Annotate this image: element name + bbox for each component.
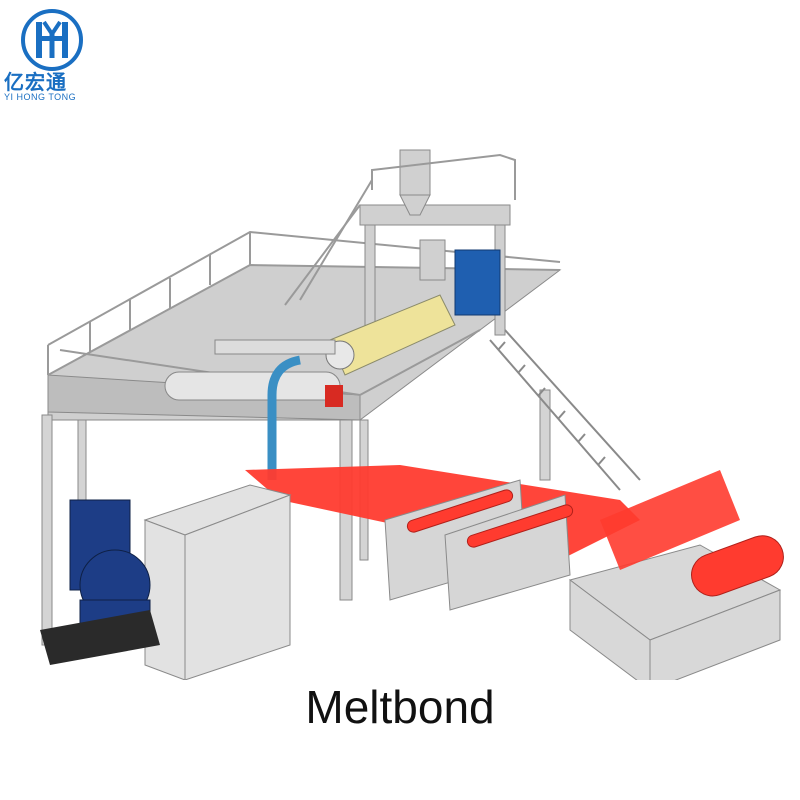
winder-fabric xyxy=(600,470,740,570)
brand-name-cn: 亿宏通 xyxy=(4,70,67,94)
heater-cylinder xyxy=(164,371,341,401)
fabric-rollers xyxy=(406,489,574,548)
tower-railing xyxy=(284,153,516,306)
control-cabinet xyxy=(454,249,501,316)
extruder-rod xyxy=(214,339,336,355)
blue-duct xyxy=(267,355,302,480)
staircase xyxy=(489,329,641,491)
product-caption: Meltbond xyxy=(305,681,495,733)
brand-name-en: YI HONG TONG xyxy=(4,92,77,102)
heater-end-red xyxy=(325,385,343,407)
logo-emblem-icon xyxy=(21,9,83,71)
brand-logo xyxy=(20,8,100,108)
fabric-roll xyxy=(691,535,784,597)
electrical-box xyxy=(143,484,292,680)
blower-base xyxy=(40,610,160,665)
meltbond-machine-illustration xyxy=(40,149,784,680)
